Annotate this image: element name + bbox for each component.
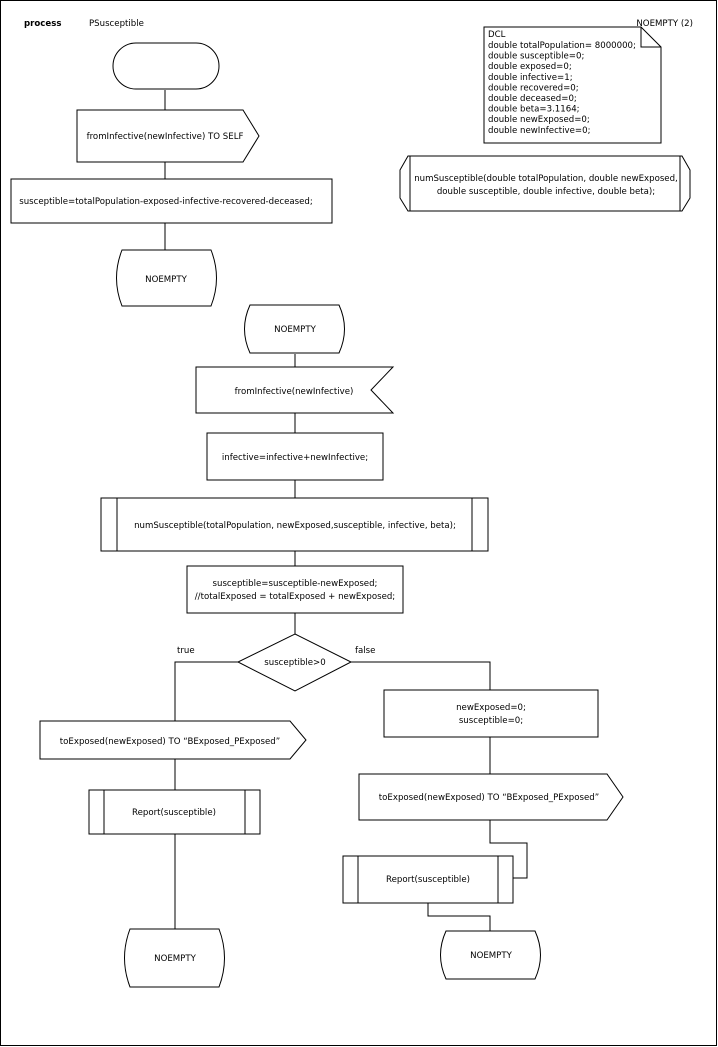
procedure-declaration-inner — [409, 156, 681, 211]
init-task — [10, 178, 333, 224]
process-name: PSusceptible — [89, 19, 144, 29]
true-output-signal — [39, 720, 307, 760]
init-task-label: susceptible=totalPopulation-exposed-infe… — [19, 197, 313, 207]
false-task-line1: newExposed=0; — [456, 703, 526, 713]
declaration-box — [483, 26, 662, 144]
output-signal-self-label: fromInfective(newInfective) TO SELF — [87, 132, 244, 142]
declaration-title: DCL — [488, 30, 506, 40]
true-report-procedure-label: Report(susceptible) — [132, 808, 216, 818]
procedure-call-label: numSusceptible(totalPopulation, newExpos… — [134, 521, 456, 531]
true-branch-label: true — [177, 646, 195, 656]
page-reference: NOEMPTY (2) — [636, 19, 693, 29]
next-state-1 — [116, 249, 217, 307]
declaration-line: double deceased=0; — [488, 94, 577, 104]
false-task-line2: susceptible=0; — [459, 716, 523, 726]
true-report-procedure — [88, 789, 261, 835]
declaration-line: double newInfective=0; — [488, 126, 591, 136]
false-task — [383, 689, 599, 738]
susceptible-task-line2: //totalExposed = totalExposed + newExpos… — [195, 592, 395, 602]
declaration-line: double susceptible=0; — [488, 52, 584, 62]
true-report-procedure-inner — [103, 790, 246, 834]
declaration-line: double beta=3.1164; — [488, 105, 580, 115]
procedure-declaration-line2: double susceptible, double infective, do… — [437, 187, 655, 197]
true-next-state — [124, 928, 225, 988]
declaration-line: double totalPopulation= 8000000; — [488, 41, 636, 51]
susceptible-task — [186, 565, 404, 614]
declaration-line: double recovered=0; — [488, 83, 579, 93]
true-branch-connector — [174, 661, 238, 929]
infective-task-label: infective=infective+newInfective; — [222, 453, 368, 463]
procedure-declaration-box — [399, 155, 691, 212]
false-report-procedure-inner — [357, 856, 499, 903]
false-output-signal-label: toExposed(newExposed) TO “BExposed_PExpo… — [379, 793, 599, 803]
false-branch-label: false — [355, 646, 375, 656]
procedure-declaration-line1: numSusceptible(double totalPopulation, d… — [414, 174, 678, 184]
declaration-line: double exposed=0; — [488, 62, 572, 72]
decision-label: susceptible>0 — [264, 658, 325, 668]
true-output-signal-label: toExposed(newExposed) TO “BExposed_PExpo… — [60, 737, 280, 747]
true-next-state-label: NOEMPTY — [154, 954, 196, 964]
process-keyword: process — [24, 19, 61, 29]
declaration-line: double infective=1; — [488, 73, 573, 83]
next-state-1-label: NOEMPTY — [145, 275, 187, 285]
decision-symbol — [236, 633, 353, 692]
output-signal-self — [76, 109, 260, 163]
state-symbol — [244, 304, 345, 354]
declaration-box-fold — [640, 27, 661, 48]
false-report-procedure — [342, 855, 514, 904]
susceptible-task-line1: susceptible=susceptible-newExposed; — [213, 579, 378, 589]
start-symbol — [112, 42, 220, 90]
input-signal-label: fromInfective(newInfective) — [235, 387, 354, 397]
input-signal — [195, 366, 395, 414]
false-next-state-label: NOEMPTY — [470, 951, 512, 961]
procedure-call-inner — [116, 498, 473, 551]
false-output-signal — [358, 773, 624, 821]
false-report-procedure-label: Report(susceptible) — [386, 875, 470, 885]
false-branch-connector — [351, 661, 528, 931]
state-symbol-label: NOEMPTY — [274, 325, 316, 335]
false-next-state — [440, 930, 541, 980]
infective-task — [206, 432, 384, 481]
declaration-line: double newExposed=0; — [488, 115, 590, 125]
procedure-call — [100, 497, 489, 552]
declaration-lines: double totalPopulation= 8000000;double s… — [488, 41, 636, 136]
